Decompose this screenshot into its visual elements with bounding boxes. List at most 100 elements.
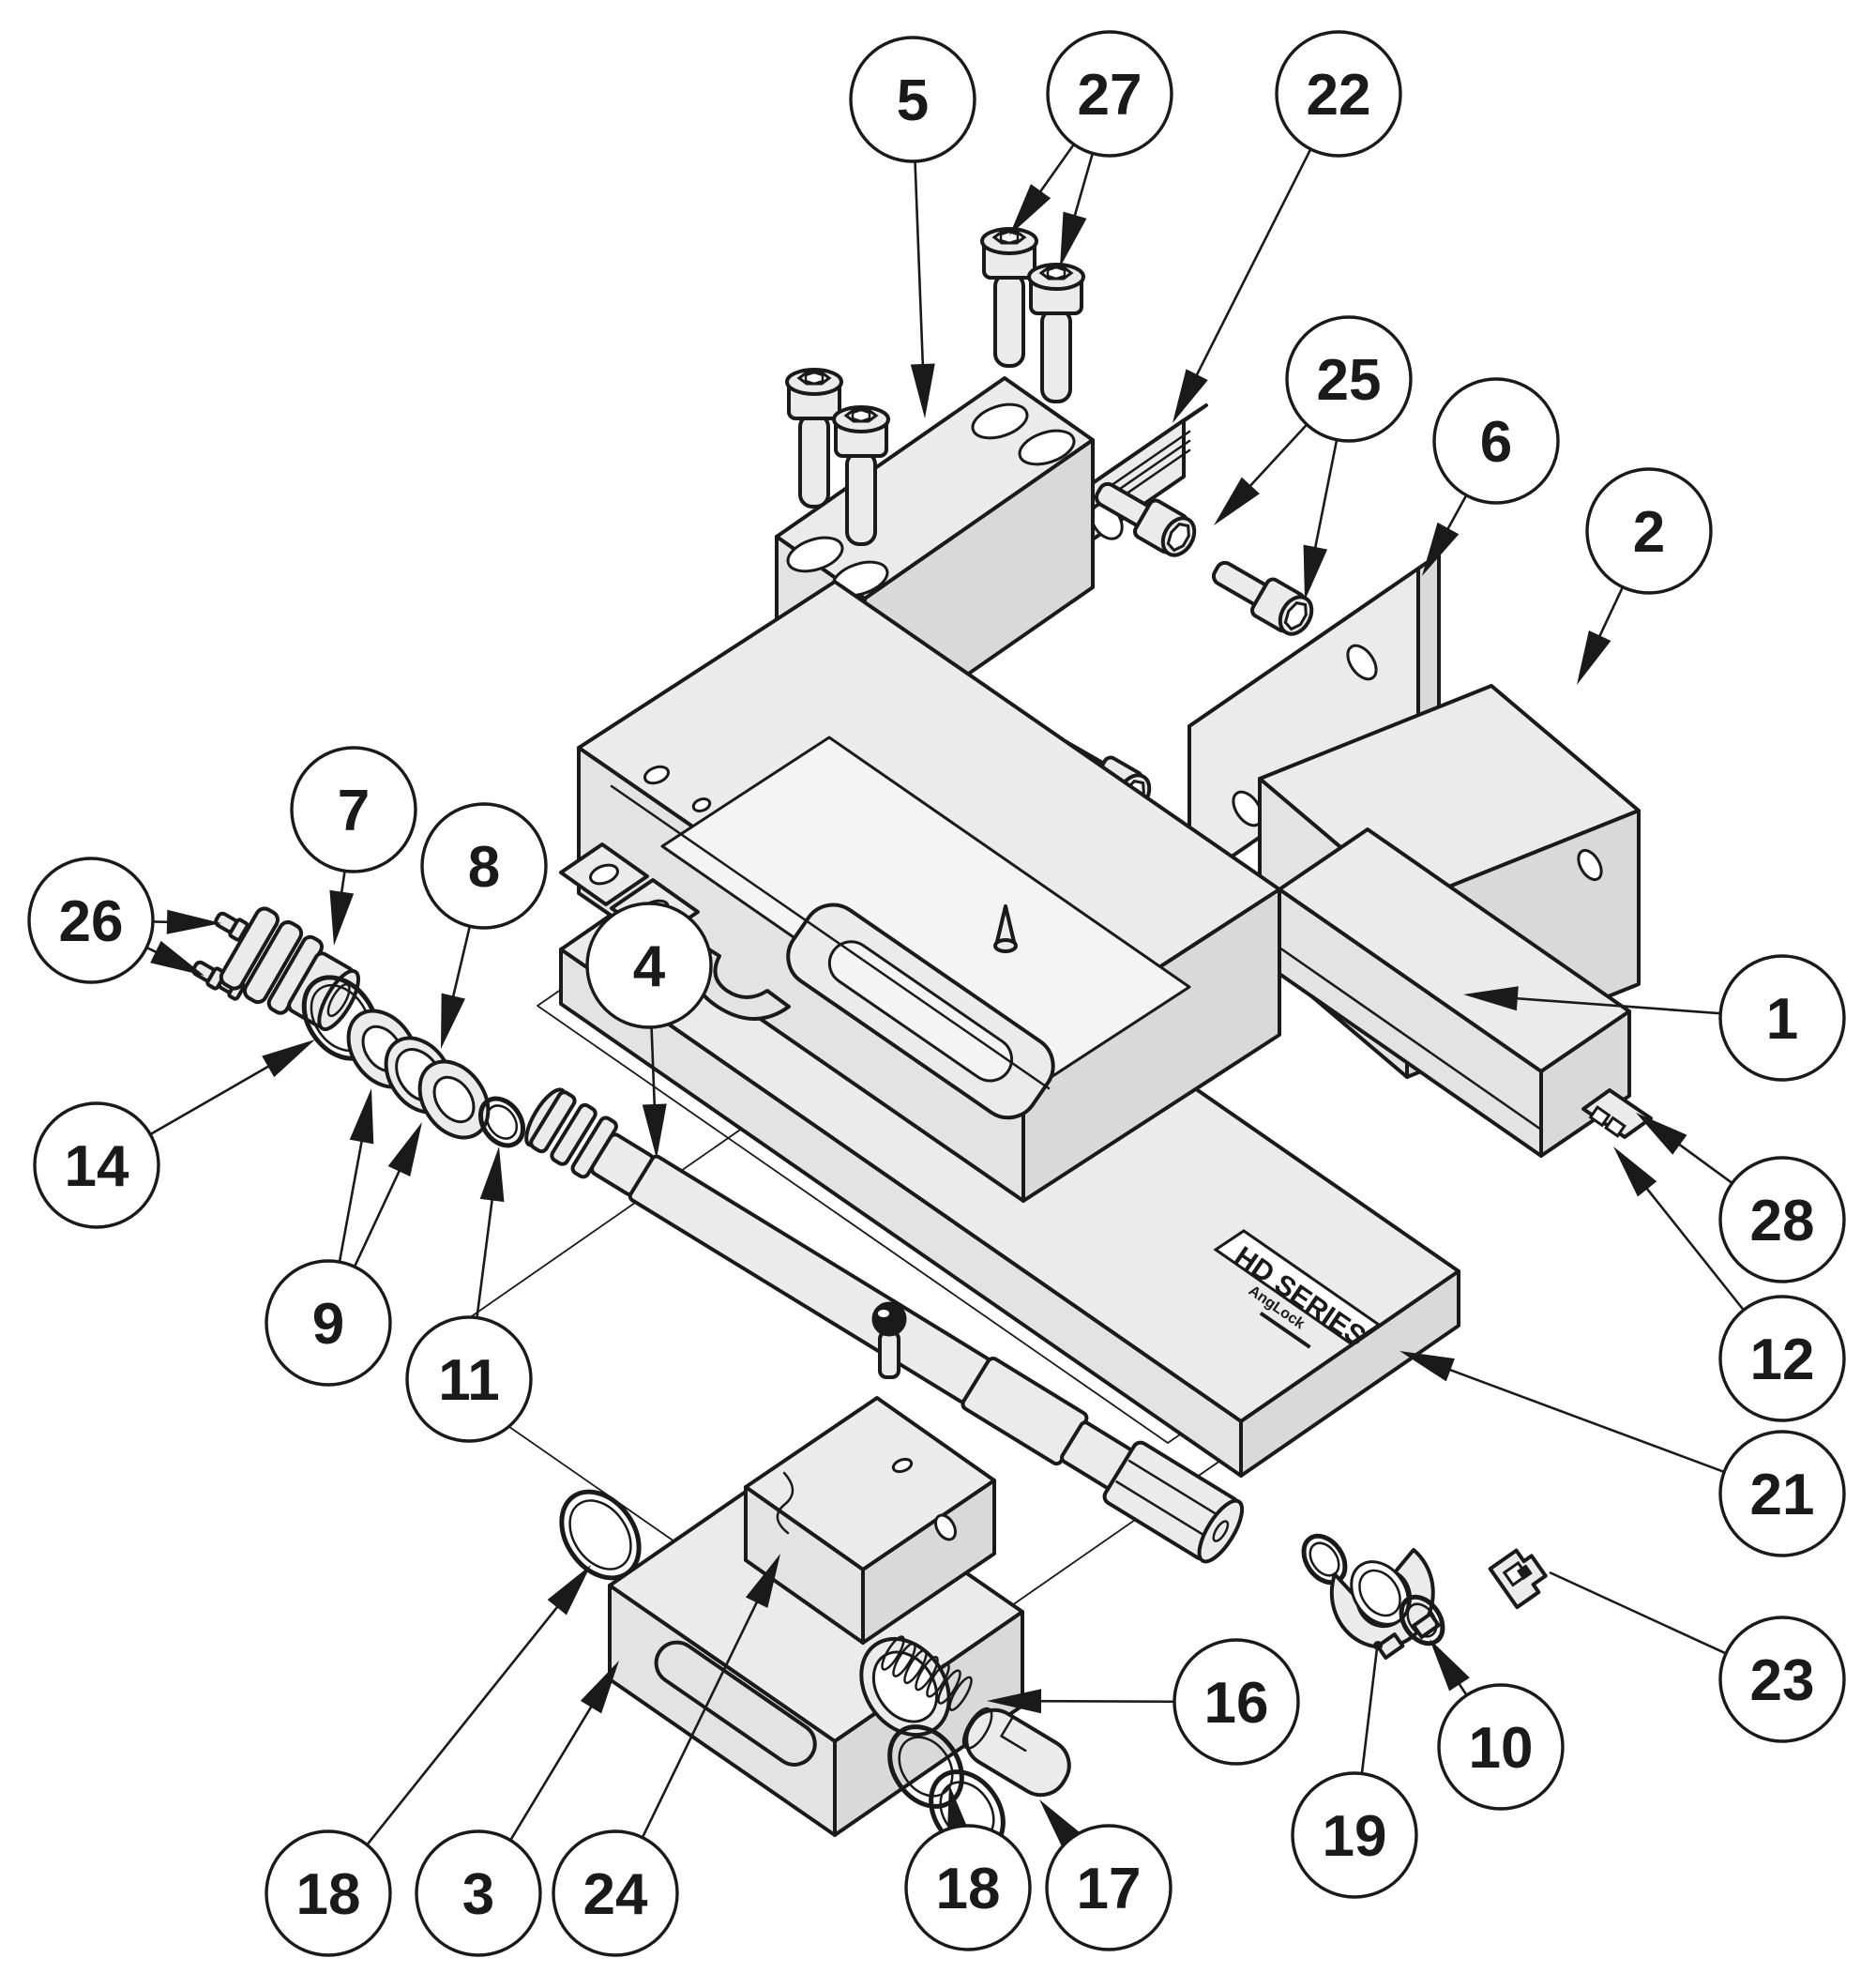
callout-balloon-6	[1432, 377, 1560, 505]
callout-number-8: 8	[468, 835, 500, 900]
leader-line-8	[449, 925, 472, 1008]
leader-arrow-18	[547, 1565, 591, 1616]
callout-balloon-14	[33, 1101, 160, 1229]
leader-line-23	[1549, 1571, 1727, 1655]
callout-number-2: 2	[1633, 500, 1665, 565]
leader-line-19	[1360, 1647, 1379, 1774]
leader-line-27	[1033, 144, 1075, 202]
callout-number-26: 26	[59, 889, 124, 954]
jaw-mounting-screw	[785, 368, 843, 508]
callout-number-10: 10	[1469, 1716, 1534, 1781]
callout-number-25: 25	[1317, 348, 1382, 413]
callout-number-16: 16	[1204, 1671, 1269, 1736]
leader-line-1	[1505, 996, 1721, 1015]
thrust-washer	[417, 1059, 491, 1140]
callout-balloon-21	[1718, 1430, 1846, 1557]
leader-lines-layer	[145, 144, 1745, 1850]
callout-balloon-27	[1046, 30, 1173, 158]
leader-line-18	[366, 1598, 566, 1846]
nut-retainer-clip	[1488, 1548, 1548, 1610]
leader-line-4	[650, 1026, 657, 1116]
callout-balloon-12	[1718, 1295, 1846, 1422]
callout-number-14: 14	[65, 1134, 129, 1199]
leader-arrow-28	[1636, 1113, 1687, 1155]
leader-line-25	[1242, 423, 1309, 495]
callout-balloon-7	[290, 746, 417, 873]
callout-balloon-18	[904, 1824, 1032, 1951]
leader-arrow-1	[1463, 986, 1519, 1011]
callout-balloon-2	[1585, 467, 1713, 595]
leader-line-16	[1029, 1699, 1175, 1704]
callout-number-23: 23	[1750, 1648, 1815, 1713]
callout-balloon-8	[420, 802, 548, 930]
vise-body: HD SERIES AngLock	[559, 580, 1653, 1478]
callout-balloon-24	[552, 1829, 679, 1957]
leader-arrow-24	[745, 1554, 780, 1608]
callout-balloon-3	[415, 1829, 542, 1957]
callout-number-28: 28	[1750, 1189, 1815, 1253]
leader-arrow-22	[1172, 369, 1208, 423]
leader-line-28	[1670, 1137, 1733, 1185]
carrier-plate	[1188, 553, 1441, 888]
callout-balloon-23	[1718, 1616, 1846, 1743]
leader-arrow-6	[1422, 522, 1460, 576]
leader-arrow-7	[329, 889, 355, 946]
callout-number-21: 21	[1750, 1463, 1815, 1527]
callout-number-7: 7	[338, 779, 370, 843]
leader-line-27	[1070, 153, 1095, 227]
leader-line-21	[1439, 1364, 1725, 1474]
callout-number-12: 12	[1750, 1328, 1815, 1392]
leader-arrow-26	[150, 940, 204, 976]
callout-balloon-11	[405, 1315, 533, 1443]
jaw-mounting-screw	[980, 227, 1038, 368]
callout-balloon-19	[1291, 1771, 1418, 1899]
callout-number-24: 24	[583, 1862, 648, 1927]
leader-line-25	[1311, 439, 1339, 559]
callout-balloon-18	[265, 1829, 392, 1957]
leader-line-14	[149, 1059, 279, 1136]
leader-arrow-4	[642, 1103, 667, 1159]
leader-line-3	[509, 1696, 598, 1842]
leader-arrow-27	[1060, 211, 1087, 267]
leader-line-5	[914, 160, 925, 376]
leader-arrow-9	[349, 1088, 374, 1145]
callout-number-18: 18	[296, 1862, 361, 1927]
body-end-detail	[1581, 1088, 1653, 1139]
ball-detent-screw	[871, 1301, 907, 1379]
leader-line-9	[353, 1161, 405, 1267]
callout-number-5: 5	[897, 68, 929, 133]
callout-number-9: 9	[312, 1292, 344, 1357]
leader-arrow-9	[387, 1122, 422, 1177]
callout-number-1: 1	[1766, 987, 1798, 1052]
leader-line-12	[1639, 1179, 1745, 1312]
callout-balloon-22	[1275, 30, 1402, 158]
leader-arrow-11	[479, 1146, 505, 1203]
callout-balloon-25	[1285, 315, 1413, 443]
callout-number-6: 6	[1480, 410, 1512, 475]
callout-balloon-9	[265, 1259, 392, 1387]
callout-balloon-4	[585, 902, 713, 1029]
callout-number-3: 3	[462, 1862, 494, 1927]
shaft-o-ring	[477, 1096, 526, 1148]
callout-balloon-17	[1045, 1824, 1172, 1951]
jaw-mounting-screw	[1027, 263, 1085, 403]
leader-arrow-26	[166, 909, 221, 934]
thrust-segment	[961, 1707, 1071, 1798]
jaw-insert-slide	[744, 1396, 996, 1645]
callout-number-4: 4	[633, 934, 666, 999]
leader-arrow-3	[580, 1661, 619, 1714]
leader-arrow-25	[1303, 544, 1328, 600]
leader-arrow-10	[1430, 1639, 1470, 1692]
callout-number-27: 27	[1078, 63, 1142, 128]
leader-line-9	[338, 1131, 365, 1263]
leader-line-11	[476, 1189, 495, 1318]
nut-o-ring	[1399, 1594, 1445, 1647]
leader-arrow-2	[1577, 630, 1611, 685]
callout-number-19: 19	[1323, 1804, 1387, 1869]
leader-arrow-8	[441, 993, 465, 1049]
callout-number-17: 17	[1077, 1857, 1142, 1921]
leader-line-22	[1190, 148, 1312, 386]
